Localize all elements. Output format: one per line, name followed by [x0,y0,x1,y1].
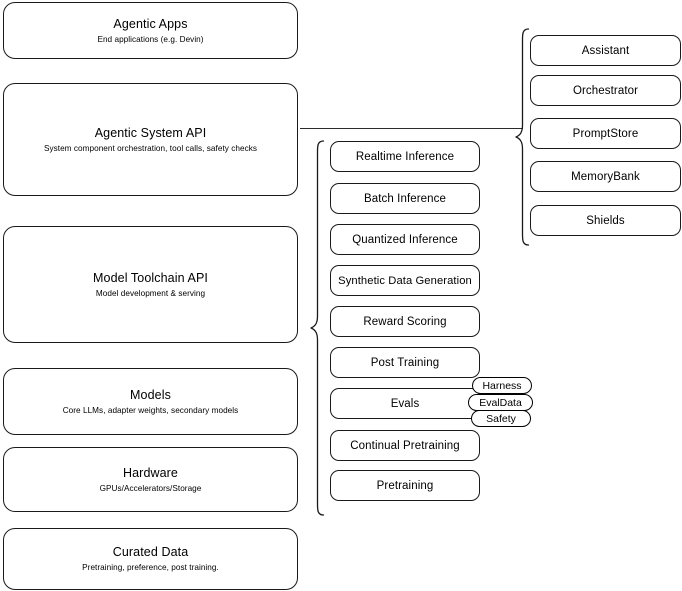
toolchain-item-post-training[interactable]: Post Training [330,347,480,378]
toolchain-item-continual-pretraining[interactable]: Continual Pretraining [330,430,480,461]
item-label: Batch Inference [363,192,447,205]
layer-title: Model Toolchain API [93,270,208,285]
layer-title: Hardware [123,465,178,480]
layer-subtitle: Model development & serving [95,288,206,298]
toolchain-item-pretraining[interactable]: Pretraining [330,470,480,501]
pill-label: EvalData [479,396,522,409]
evals-subcomponent-harness[interactable]: Harness [472,377,532,394]
item-label: Reward Scoring [363,315,447,328]
layer-title: Agentic System API [94,125,207,140]
layer-title: Agentic Apps [113,16,188,31]
layer-subtitle: Core LLMs, adapter weights, secondary mo… [62,405,239,415]
agentic-component-shields[interactable]: Shields [530,205,681,236]
stack-layer-hardware[interactable]: Hardware GPUs/Accelerators/Storage [3,447,298,512]
toolchain-item-quantized-inference[interactable]: Quantized Inference [330,224,480,255]
layer-subtitle: End applications (e.g. Devin) [97,34,204,44]
toolchain-item-realtime-inference[interactable]: Realtime Inference [330,141,480,172]
stack-layer-agentic-apps[interactable]: Agentic Apps End applications (e.g. Devi… [3,2,298,59]
agentic-component-assistant[interactable]: Assistant [530,35,681,66]
stack-layer-model-toolchain-api[interactable]: Model Toolchain API Model development & … [3,226,298,343]
toolchain-item-evals[interactable]: Evals [330,388,480,419]
layer-subtitle: Pretraining, preference, post training. [82,563,219,572]
layer-title: Curated Data [112,545,189,559]
item-label: Pretraining [376,479,434,492]
evals-subcomponent-evaldata[interactable]: EvalData [468,394,533,411]
item-label: Quantized Inference [352,233,458,246]
agentic-component-memorybank[interactable]: MemoryBank [530,161,681,192]
stack-layer-curated-data[interactable]: Curated Data Pretraining, preference, po… [3,528,298,590]
toolchain-item-synthetic-data-generation[interactable]: Synthetic Data Generation [330,265,480,296]
agentic-component-promptstore[interactable]: PromptStore [530,118,681,149]
brace-agentic-system-components [515,28,530,246]
item-label: Shields [586,214,625,227]
item-label: Orchestrator [572,84,639,97]
pill-label: Harness [482,379,522,392]
toolchain-item-reward-scoring[interactable]: Reward Scoring [330,306,480,337]
layer-title: Models [130,387,171,402]
item-label: Continual Pretraining [350,439,460,452]
stack-layer-models[interactable]: Models Core LLMs, adapter weights, secon… [3,368,298,435]
item-label: MemoryBank [571,170,640,183]
item-label: Post Training [370,356,440,369]
layer-subtitle: GPUs/Accelerators/Storage [99,483,202,493]
agentic-component-orchestrator[interactable]: Orchestrator [530,75,681,106]
item-label: Realtime Inference [355,150,455,163]
brace-toolchain-components [310,140,325,516]
item-label: Synthetic Data Generation [338,274,472,287]
stack-layer-agentic-system-api[interactable]: Agentic System API System component orch… [3,83,298,196]
toolchain-item-batch-inference[interactable]: Batch Inference [330,183,480,214]
layer-subtitle: System component orchestration, tool cal… [43,143,258,153]
item-label: PromptStore [572,127,639,140]
item-label: Evals [390,397,420,410]
evals-subcomponent-safety[interactable]: Safety [471,410,531,427]
pill-label: Safety [486,412,516,425]
connector-line-agentic-system-api [300,128,523,129]
item-label: Assistant [581,44,630,57]
